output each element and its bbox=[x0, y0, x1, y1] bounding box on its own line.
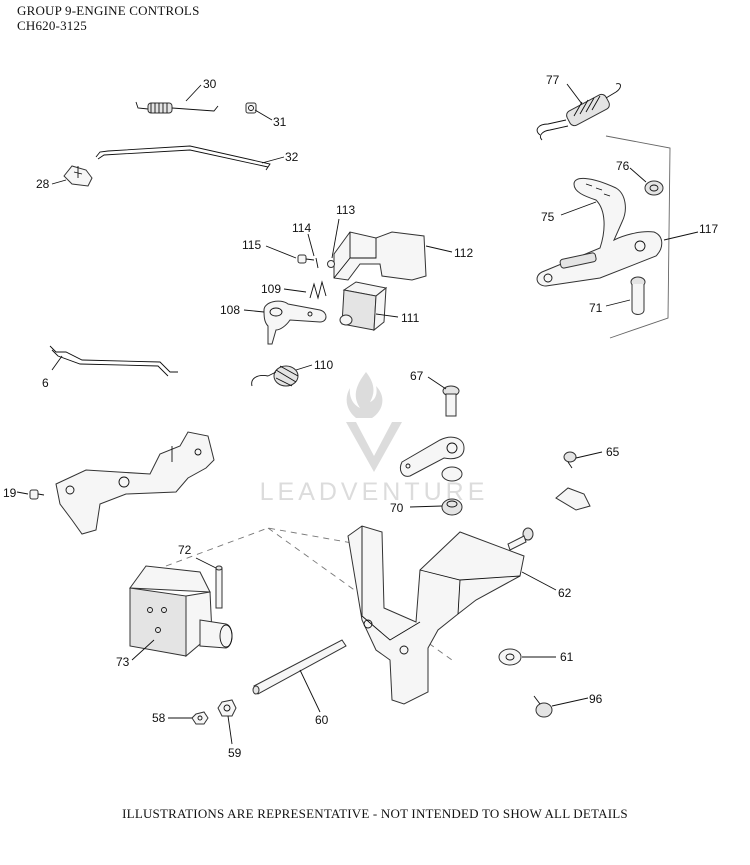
control-bracket-plate bbox=[55, 431, 215, 535]
callout-65: 65 bbox=[606, 445, 620, 459]
leader-lines bbox=[16, 83, 699, 745]
part-67-bolt bbox=[442, 385, 460, 417]
callout-114: 114 bbox=[292, 221, 311, 235]
part-59-nut bbox=[217, 699, 237, 717]
part-31-nut bbox=[245, 102, 257, 114]
part-6-rod bbox=[49, 345, 178, 377]
callout-115: 115 bbox=[242, 238, 261, 252]
callout-6: 6 bbox=[42, 376, 49, 390]
model-number: CH620-3125 bbox=[17, 18, 87, 33]
spacer-washer bbox=[441, 466, 463, 482]
callout-62: 62 bbox=[558, 586, 572, 600]
part-113-washer bbox=[327, 260, 335, 268]
callout-108: 108 bbox=[220, 303, 240, 317]
disclaimer-footer: ILLUSTRATIONS ARE REPRESENTATIVE - NOT I… bbox=[122, 806, 628, 821]
part-32-rod bbox=[95, 145, 271, 171]
part-115-screw bbox=[297, 254, 315, 264]
part-60-rod bbox=[252, 639, 347, 695]
callout-28: 28 bbox=[36, 177, 50, 191]
callout-70: 70 bbox=[390, 501, 404, 515]
callout-73: 73 bbox=[116, 655, 130, 669]
part-112-bracket bbox=[333, 231, 427, 281]
part-72-pin bbox=[215, 565, 223, 609]
cable-clip bbox=[555, 487, 591, 511]
callout-30: 30 bbox=[203, 77, 217, 91]
callout-109: 109 bbox=[261, 282, 281, 296]
callout-75: 75 bbox=[541, 210, 555, 224]
link-plate bbox=[399, 436, 465, 477]
callout-117: 117 bbox=[699, 222, 718, 236]
part-114-pin bbox=[315, 257, 319, 269]
callout-113: 113 bbox=[336, 203, 355, 217]
callout-110: 110 bbox=[314, 358, 333, 372]
callout-96: 96 bbox=[589, 692, 603, 706]
callout-72: 72 bbox=[178, 543, 192, 557]
callout-31: 31 bbox=[273, 115, 287, 129]
diagram-title: GROUP 9-ENGINE CONTROLS bbox=[17, 3, 200, 18]
callout-60: 60 bbox=[315, 713, 329, 727]
callout-67: 67 bbox=[410, 369, 424, 383]
part-65-screw bbox=[563, 451, 577, 469]
callout-32: 32 bbox=[285, 150, 299, 164]
part-71-pin bbox=[630, 276, 646, 315]
part-108-arm bbox=[263, 300, 327, 345]
part-110-spring bbox=[251, 365, 299, 387]
part-70-bushing bbox=[441, 498, 463, 516]
watermark-logo bbox=[346, 372, 402, 472]
callout-19: 19 bbox=[3, 486, 17, 500]
part-61-washer bbox=[498, 648, 522, 666]
part-96-bolt bbox=[533, 695, 553, 718]
part-30-spring bbox=[135, 101, 219, 114]
callout-111: 111 bbox=[401, 311, 420, 325]
part-75-lever bbox=[536, 178, 663, 287]
part-117-assembly-outline bbox=[605, 135, 671, 339]
callout-77: 77 bbox=[546, 73, 560, 87]
part-28-clip bbox=[63, 165, 93, 187]
callout-61: 61 bbox=[560, 650, 574, 664]
part-19-screw bbox=[29, 489, 45, 500]
part-62-bracket bbox=[347, 525, 525, 705]
callout-59: 59 bbox=[228, 746, 242, 760]
callout-76: 76 bbox=[616, 159, 630, 173]
callout-71: 71 bbox=[589, 301, 603, 315]
part-77-spring bbox=[536, 83, 621, 141]
part-109-spring bbox=[309, 280, 327, 300]
part-73-control-assembly bbox=[129, 565, 233, 658]
part-58-nut bbox=[191, 711, 209, 725]
callout-112: 112 bbox=[454, 246, 473, 260]
part-111-solenoid bbox=[339, 281, 388, 332]
callout-labels: 30 31 32 28 77 76 75 117 71 113 114 115 … bbox=[3, 73, 718, 760]
mounting-bolt bbox=[507, 527, 534, 551]
callout-58: 58 bbox=[152, 711, 166, 725]
part-76-washer bbox=[644, 180, 664, 196]
